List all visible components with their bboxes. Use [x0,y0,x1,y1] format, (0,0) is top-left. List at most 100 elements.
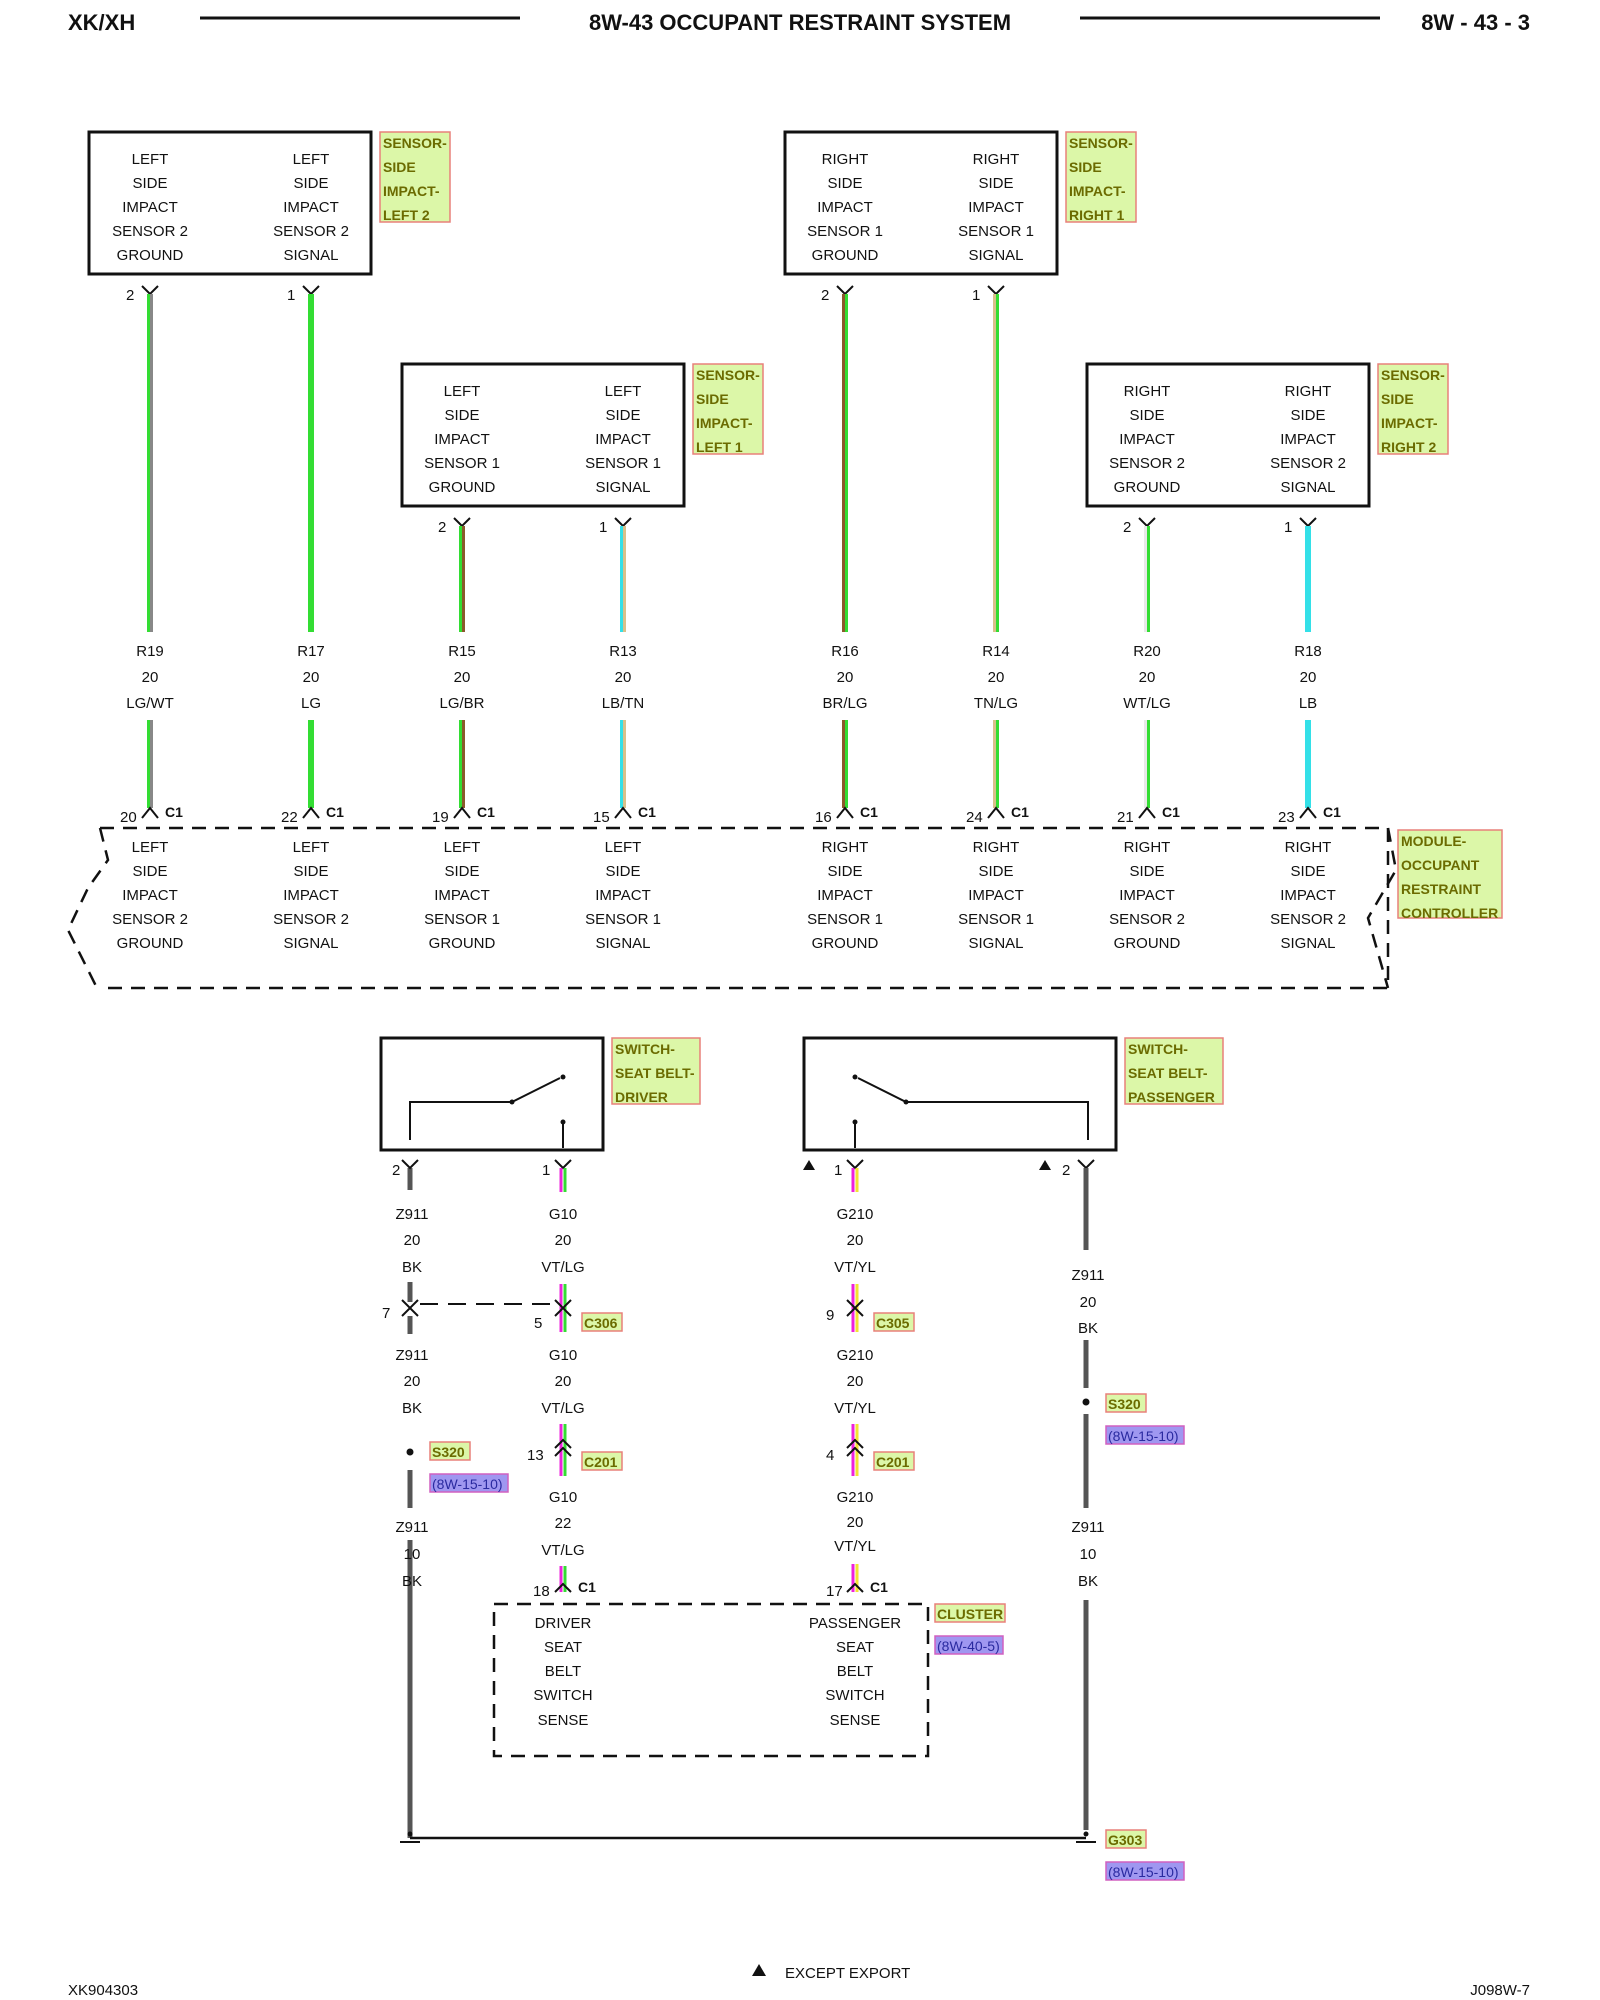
circuit-label: Z911 [395,1347,428,1364]
svg-text:(8W-15-10): (8W-15-10) [1108,1864,1179,1880]
svg-text:DRIVER: DRIVER [615,1089,668,1105]
cluster-label: DRIVER [535,1615,592,1632]
color-label: VT/LG [541,1400,584,1417]
connector-c305-tag[interactable]: C305 [873,1312,915,1332]
sensor-pin-label: IMPACT [817,199,873,216]
color-label: BK [1078,1320,1098,1337]
connector-label: C1 [578,1579,596,1595]
ground-g303-ref[interactable]: (8W-15-10) [1105,1861,1185,1881]
sensor-pin-label: SIDE [978,175,1013,192]
passenger-switch-tag[interactable]: SWITCH- SEAT BELT- PASSENGER [1124,1037,1224,1105]
connector-cavity-icon [836,806,854,819]
color-label: VT/YL [834,1400,876,1417]
sensor-pin-label: SIGNAL [283,247,338,264]
sensor-pin-label: SENSOR 1 [585,455,661,472]
driver-switch-tag[interactable]: SWITCH- SEAT BELT- DRIVER [611,1037,701,1105]
sensor-pin-label: SENSOR 2 [273,223,349,240]
connector-label: C1 [860,804,878,820]
sensor-left-2-box [87,130,373,276]
cluster-label: SWITCH [533,1687,592,1704]
ground-g303-tag[interactable]: G303 [1105,1829,1147,1849]
color-label: LG/WT [126,695,174,712]
module-pin-label: RIGHT [1124,839,1171,856]
module-pin-label: RIGHT [822,839,869,856]
cavity-number: 4 [826,1447,834,1464]
gauge-label: 20 [988,669,1005,686]
driver-splice-tag[interactable]: S320 [429,1441,471,1461]
color-label: VT/LG [541,1259,584,1276]
export-triangle-icon [752,1964,766,1976]
driver-pin-2: 2 [392,1162,400,1179]
cavity-number: 15 [593,809,610,826]
module-pin-label: SIGNAL [595,935,650,952]
module-pin-label: SENSOR 2 [273,911,349,928]
gauge-label: 20 [847,1232,864,1249]
passenger-splice-tag[interactable]: S320 [1105,1393,1147,1413]
sensor-right-1-tag[interactable]: SENSOR- SIDE IMPACT- RIGHT 1 [1065,131,1137,223]
module-pin-label: SIDE [1290,863,1325,880]
sensor-pin-label: IMPACT [434,431,490,448]
svg-text:SIDE: SIDE [383,159,416,175]
module-pin-label: RIGHT [973,839,1020,856]
svg-text:SEAT BELT-: SEAT BELT- [615,1065,695,1081]
cavity-number: 22 [281,809,298,826]
connector-c201-driver-tag[interactable]: C201 [581,1451,623,1471]
circuit-label: Z911 [395,1206,428,1223]
cluster-ref[interactable]: (8W-40-5) [934,1635,1004,1655]
svg-text:G303: G303 [1108,1832,1142,1848]
sensor-pin-label: IMPACT [122,199,178,216]
switch-seat-belt-passenger [802,1036,1118,1152]
sensor-pin-label: SIGNAL [595,479,650,496]
connector-cavity-icon [141,806,159,819]
driver-splice-ref[interactable]: (8W-15-10) [429,1473,509,1493]
sensor-right-2-tag[interactable]: SENSOR- SIDE IMPACT- RIGHT 2 [1377,363,1449,455]
instrument-cluster [492,1602,930,1758]
cluster-tag[interactable]: CLUSTER [934,1603,1006,1623]
passenger-splice-ref[interactable]: (8W-15-10) [1105,1425,1185,1445]
circuit-label: G10 [549,1206,577,1223]
sensor-pin-label: SENSOR 2 [112,223,188,240]
gauge-label: 20 [1139,669,1156,686]
gauge-label: 20 [1300,669,1317,686]
cluster-label: BELT [837,1663,873,1680]
gauge-label: 20 [847,1373,864,1390]
color-label: LG/BR [439,695,484,712]
svg-text:SENSOR-: SENSOR- [696,367,760,383]
sensor-left-1-tag[interactable]: SENSOR- SIDE IMPACT- LEFT 1 [692,363,764,455]
color-label: BK [402,1259,422,1276]
sensor-pin-label: IMPACT [1119,431,1175,448]
circuit-label: R20 [1133,643,1161,660]
cluster-label: SENSE [538,1712,589,1729]
sensor-pin-label: SIDE [1129,407,1164,424]
export-triangle-icon [803,1160,815,1170]
gauge-label: 20 [837,669,854,686]
module-pin-label: LEFT [444,839,481,856]
sensor-pin-label: IMPACT [595,431,651,448]
connector-c306-tag[interactable]: C306 [581,1312,623,1332]
module-pin-label: SIDE [978,863,1013,880]
module-tag[interactable]: MODULE- OCCUPANT RESTRAINT CONTROLLER [1397,829,1503,921]
svg-text:MODULE-: MODULE- [1401,833,1467,849]
sensor-pin-label: RIGHT [1285,383,1332,400]
circuit-label: R18 [1294,643,1322,660]
svg-text:SIDE: SIDE [1381,391,1414,407]
sensor-pin-label: GROUND [429,479,496,496]
module-pin-label: SENSOR 2 [112,911,188,928]
svg-text:PASSENGER: PASSENGER [1128,1089,1215,1105]
connector-pin-icon [1138,517,1156,528]
svg-text:IMPACT-: IMPACT- [1069,183,1126,199]
svg-text:RIGHT 1: RIGHT 1 [1069,207,1124,223]
connector-pin-icon [836,285,854,296]
cluster-label: SWITCH [825,1687,884,1704]
sensor-pin-label: SIDE [605,407,640,424]
connector-c201-passenger-tag[interactable]: C201 [873,1451,915,1471]
svg-text:RIGHT 2: RIGHT 2 [1381,439,1436,455]
module-pin-label: IMPACT [1119,887,1175,904]
sensor-left-2-tag[interactable]: SENSOR- SIDE IMPACT- LEFT 2 [379,131,451,223]
color-label: BK [402,1400,422,1417]
connector-cavity-icon [614,806,632,819]
svg-text:S320: S320 [1108,1396,1141,1412]
svg-text:SENSOR-: SENSOR- [383,135,447,151]
sensor-pin-label: RIGHT [822,151,869,168]
